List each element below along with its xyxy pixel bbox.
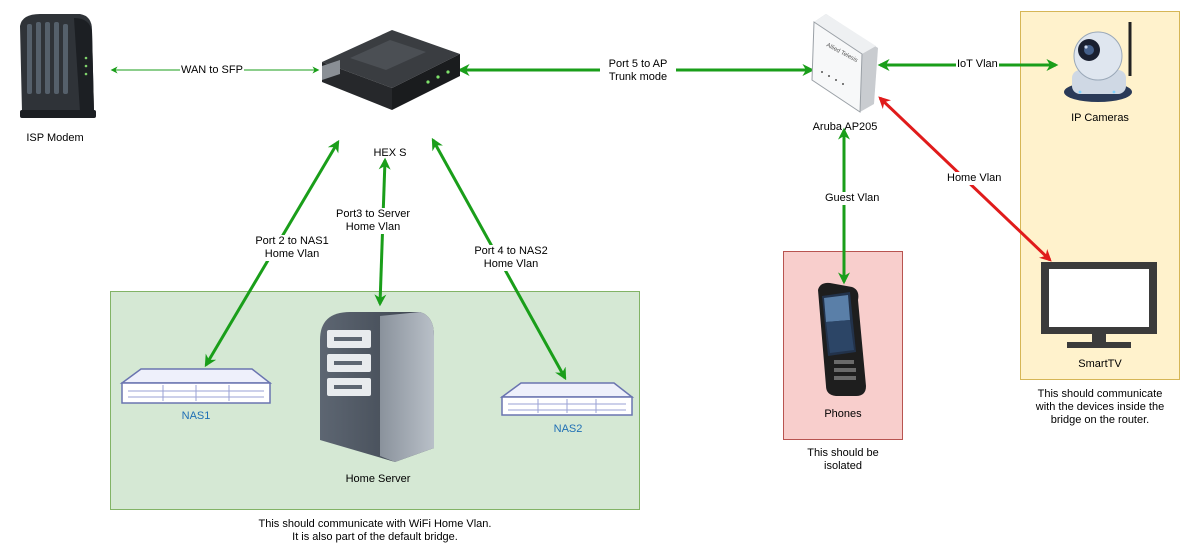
port4-link-label: Port 4 to NAS2 Home Vlan — [470, 245, 552, 271]
port2-link-label-line1: Port 2 to NAS1 — [255, 235, 329, 247]
trunk-link-label-line2: Trunk mode — [608, 71, 668, 83]
port3-link-label-line2: Home Vlan — [345, 221, 401, 233]
phone-icon — [818, 282, 866, 396]
phones-note: This should be isolated — [783, 447, 903, 473]
nas-icon — [499, 382, 635, 416]
server-icon — [320, 312, 434, 462]
lan-note-line1: This should communicate with WiFi Home V… — [258, 518, 492, 530]
lan-note-line2: It is also part of the default bridge. — [292, 531, 458, 543]
iot-note-line2: with the devices inside the — [1035, 401, 1165, 413]
router-icon — [322, 30, 460, 110]
port2-link-label-line2: Home Vlan — [264, 248, 320, 260]
nas-icon — [119, 368, 273, 404]
port4-link-label-line1: Port 4 to NAS2 — [474, 245, 548, 257]
port3-link-label-line1: Port3 to Server — [336, 208, 410, 220]
port4-link-label-line2: Home Vlan — [483, 258, 539, 270]
lan-note: This should communicate with WiFi Home V… — [175, 518, 575, 544]
nas1-label: NAS1 — [181, 410, 211, 422]
port3-link-label: Port3 to Server Home Vlan — [331, 208, 415, 234]
ip-cameras-label: IP Cameras — [1071, 112, 1129, 124]
isp-modem-label: ISP Modem — [26, 132, 84, 144]
iot-note-line1: This should communicate — [1037, 388, 1163, 400]
home-vlan-tv-label: Home Vlan — [946, 172, 1003, 185]
hex-s-label: HEX S — [373, 147, 407, 159]
iot-link-label: IoT Vlan — [956, 58, 999, 71]
nas2-label: NAS2 — [553, 423, 583, 435]
wan-link-label: WAN to SFP — [180, 64, 244, 77]
modem-icon — [20, 14, 96, 118]
tv-icon — [1041, 262, 1157, 348]
iot-note-line3: bridge on the router. — [1050, 414, 1150, 426]
smarttv-label: SmartTV — [1078, 358, 1122, 370]
phones-label: Phones — [824, 408, 862, 420]
trunk-link-label-line1: Port 5 to AP — [608, 58, 668, 70]
phones-note-line2: isolated — [824, 460, 862, 472]
trunk-link-label: Port 5 to AP Trunk mode — [600, 58, 676, 84]
guest-link-label: Guest Vlan — [824, 192, 881, 205]
port2-link-label: Port 2 to NAS1 Home Vlan — [251, 235, 333, 261]
phones-note-line1: This should be — [807, 447, 879, 459]
iot-note: This should communicate with the devices… — [1010, 388, 1181, 427]
access-point-icon: Allied Telesis — [811, 14, 878, 113]
aruba-label: Aruba AP205 — [812, 121, 878, 133]
home-server-label: Home Server — [345, 473, 411, 485]
ip-camera-icon — [1064, 22, 1132, 102]
